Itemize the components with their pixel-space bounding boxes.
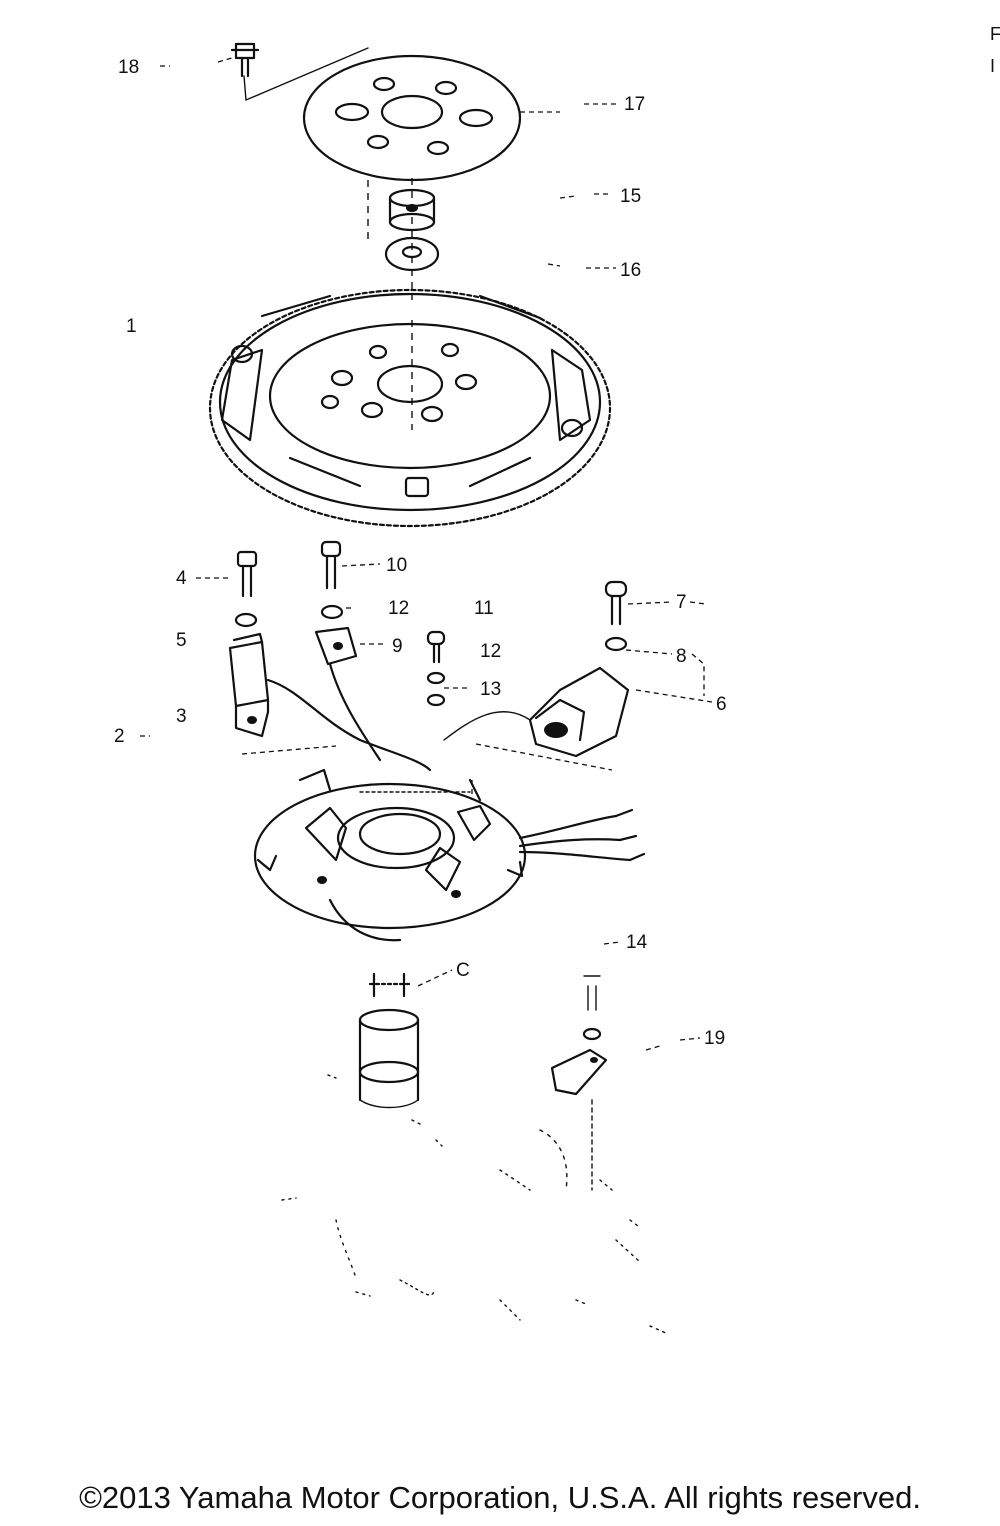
part-17-plate [302, 54, 522, 182]
part-9-pickup [314, 626, 358, 666]
callout-c: C [456, 960, 470, 981]
part-c-crank-end [358, 972, 420, 1109]
callout-12a: 12 [388, 598, 409, 619]
callout-6: 6 [716, 694, 727, 715]
part-2-stator-base [253, 768, 527, 942]
part-12-washer-a [320, 604, 344, 620]
callout-9: 9 [392, 636, 403, 657]
callout-10: 10 [386, 555, 407, 576]
part-5-washer [234, 612, 258, 628]
callout-12b: 12 [480, 641, 501, 662]
wire-harness [518, 808, 646, 862]
callout-14: 14 [626, 932, 648, 953]
part-14-screw [583, 975, 601, 1011]
part-6-ignition-unit [443, 666, 630, 758]
part-11-screw [426, 630, 446, 664]
callout-1: 1 [126, 316, 137, 337]
copyright-notice: ©2013 Yamaha Motor Corporation, U.S.A. A… [79, 1480, 921, 1515]
part-19-clamp [550, 1027, 608, 1191]
leader-lines [140, 57, 713, 1051]
callout-19: 19 [704, 1028, 725, 1049]
callout-4: 4 [176, 568, 187, 589]
corner-mark-1: F [990, 24, 1000, 44]
callout-8: 8 [676, 646, 687, 667]
part-18-bolt [230, 42, 369, 102]
corner-marks: F I [990, 18, 1000, 82]
part-16-washer [384, 236, 440, 272]
callout-labels: 18 17 15 16 1 4 10 12 11 7 5 9 12 8 13 6… [114, 57, 727, 1049]
callout-2: 2 [114, 726, 125, 747]
part-12-washer-b [426, 671, 446, 685]
engine-block-faint [281, 1074, 669, 1335]
callout-3: 3 [176, 706, 187, 727]
part-7-bolt [604, 580, 628, 626]
callout-17: 17 [624, 94, 645, 115]
callout-15: 15 [620, 186, 641, 207]
part-1-flywheel [208, 288, 612, 528]
part-4-bolt [236, 550, 258, 598]
callout-18: 18 [118, 57, 139, 78]
part-10-bolt [320, 540, 342, 590]
callout-16: 16 [620, 260, 641, 281]
callout-5: 5 [176, 630, 187, 651]
callout-7: 7 [676, 592, 687, 613]
part-13-washer [426, 693, 446, 707]
callout-11: 11 [474, 598, 494, 619]
part-3-coil [228, 632, 270, 738]
corner-mark-2: I [990, 56, 996, 76]
callout-13: 13 [480, 679, 501, 700]
part-8-washer [604, 636, 628, 652]
